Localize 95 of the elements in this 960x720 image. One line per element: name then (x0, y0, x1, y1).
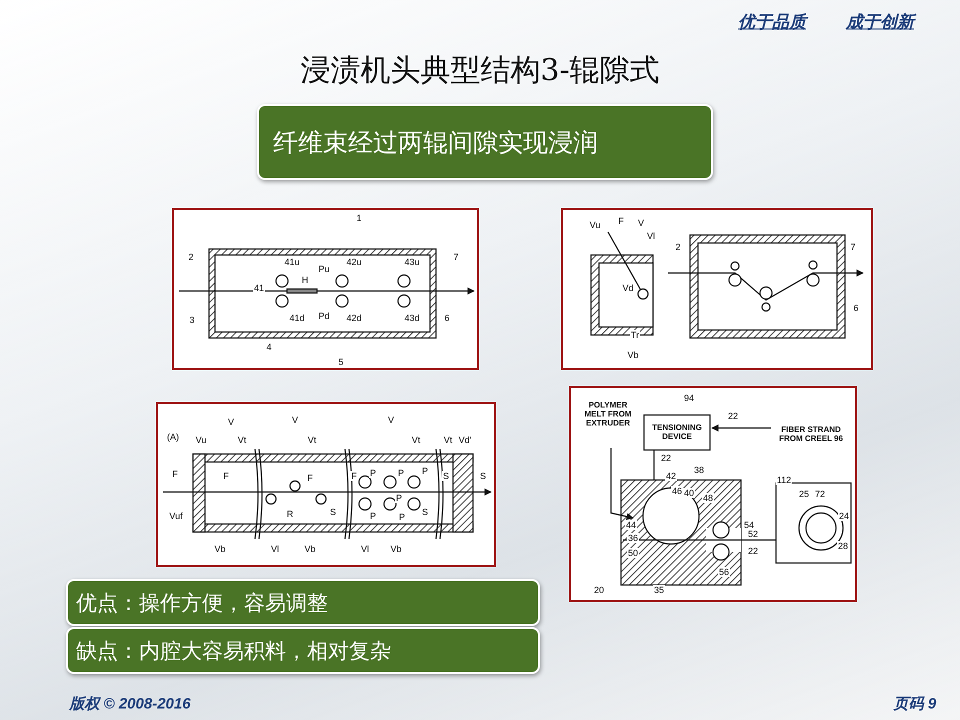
reference-label: POLYMER MELT FROM EXTRUDER (584, 400, 632, 428)
reference-label: P (395, 493, 403, 503)
reference-label: 25 (798, 489, 810, 499)
reference-label: 94 (683, 393, 695, 403)
reference-label: Vl (270, 544, 280, 554)
reference-label: 3 (188, 315, 196, 325)
reference-label: 41 (253, 283, 265, 293)
reference-label: P (369, 468, 377, 478)
reference-label: 41d (288, 313, 306, 323)
disadvantage-bar: 缺点：内腔大容易积料，相对复杂 (66, 627, 540, 674)
reference-label: (A) (166, 432, 180, 442)
reference-label: 42d (345, 313, 363, 323)
reference-label: Vb (304, 544, 316, 554)
reference-label: 36 (627, 533, 639, 543)
reference-label: 6 (444, 313, 450, 323)
reference-label: Vb (214, 544, 226, 554)
reference-label: 4 (266, 342, 272, 352)
reference-label: 72 (814, 489, 826, 499)
reference-label: Vu (588, 220, 602, 230)
reference-label: 43d (403, 313, 421, 323)
reference-label: S (479, 471, 487, 481)
reference-label: 20 (593, 585, 605, 595)
reference-label: 43u (403, 257, 421, 267)
reference-label: F (222, 471, 230, 481)
reference-label: R (286, 509, 294, 519)
reference-label: 42 (665, 471, 677, 481)
reference-label: Vd' (458, 435, 472, 445)
reference-label: 56 (718, 567, 730, 577)
reference-label: F (306, 473, 314, 483)
reference-label: 44 (625, 520, 637, 530)
reference-label: 2 (188, 252, 194, 262)
reference-label: Vl (360, 544, 370, 554)
reference-label: S (421, 507, 429, 517)
advantage-bar: 优点：操作方便，容易调整 (66, 579, 540, 626)
reference-label: 22 (660, 453, 672, 463)
reference-label: 6 (852, 303, 860, 313)
reference-label: Vt (442, 435, 454, 445)
reference-label: 48 (702, 493, 714, 503)
reference-label: V (387, 415, 395, 425)
reference-label: F (617, 216, 625, 226)
slogan-text: 优于品质 (738, 10, 806, 34)
reference-label: Vu (194, 435, 208, 445)
reference-label: 5 (338, 357, 344, 367)
reference-label: 2 (674, 242, 682, 252)
reference-label: Vuf (168, 511, 184, 521)
reference-label: 38 (693, 465, 705, 475)
reference-label: Vt (306, 435, 318, 445)
reference-label: 42u (345, 257, 363, 267)
reference-label: 7 (452, 252, 460, 262)
reference-label: V (291, 415, 299, 425)
reference-label: 1 (356, 213, 362, 223)
page-number: 页码 9 (894, 694, 936, 714)
reference-label: 24 (838, 511, 850, 521)
reference-label: S (442, 471, 450, 481)
reference-label: Pd (318, 311, 330, 321)
reference-label: P (398, 512, 406, 522)
reference-label: F (350, 471, 358, 481)
reference-label: 41u (283, 257, 301, 267)
reference-label: Vt (410, 435, 422, 445)
patent-figure (561, 208, 873, 370)
slide-title: 浸渍机头典型结构3-辊隙式 (299, 52, 661, 90)
reference-label: H (300, 275, 310, 285)
reference-label: 50 (627, 548, 639, 558)
reference-label: V (227, 417, 235, 427)
copyright-text: 版权 © 2008-2016 (69, 694, 191, 714)
patent-figure (172, 208, 479, 370)
caption-banner: 纤维束经过两辊间隙实现浸润 (257, 104, 713, 180)
reference-label: Vb (626, 350, 640, 360)
reference-label: S (329, 507, 337, 517)
patent-figure (156, 402, 496, 567)
reference-label: Tr (630, 330, 640, 340)
reference-label: Pu (318, 264, 330, 274)
reference-label: P (369, 511, 377, 521)
reference-label: Vd (622, 283, 634, 293)
reference-label: 46 (671, 486, 683, 496)
reference-label: 22 (747, 546, 759, 556)
reference-label: 112 (776, 475, 792, 485)
reference-label: Vt (236, 435, 248, 445)
reference-label: FIBER STRAND FROM CREEL 96 (778, 425, 844, 443)
reference-label: F (171, 469, 179, 479)
reference-label: Vb (390, 544, 402, 554)
reference-label: V (637, 218, 645, 228)
reference-label: 35 (653, 585, 665, 595)
reference-label: 28 (837, 541, 849, 551)
reference-label: 7 (850, 242, 856, 252)
reference-label: TENSIONING DEVICE (651, 423, 703, 441)
reference-label: 52 (747, 529, 759, 539)
reference-label: 40 (683, 488, 695, 498)
slogan-text: 成于创新 (846, 10, 914, 34)
reference-label: P (421, 466, 429, 476)
reference-label: Vl (646, 231, 656, 241)
reference-label: P (397, 468, 405, 478)
reference-label: 54 (743, 520, 755, 530)
reference-label: 22 (727, 411, 739, 421)
patent-figure (569, 386, 857, 602)
